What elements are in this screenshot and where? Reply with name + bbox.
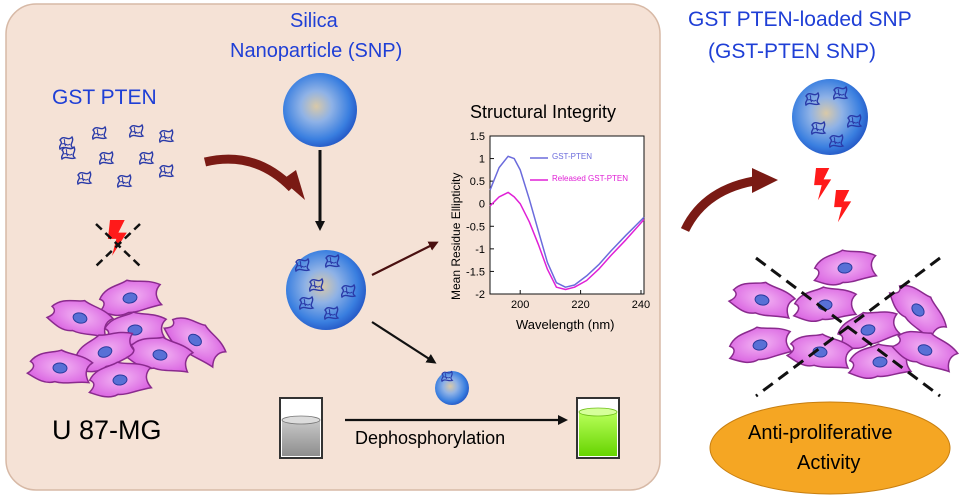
loaded-nanoparticle-center — [286, 250, 366, 330]
label-dephosphorylation: Dephosphorylation — [355, 428, 506, 448]
cell-cluster-right — [724, 244, 959, 381]
chart-title: Structural Integrity — [470, 102, 617, 122]
right-title-line1: GST PTEN-loaded SNP — [688, 8, 912, 31]
chart-xlabel: Wavelength (nm) — [516, 317, 615, 332]
curved-arrow-right-head — [752, 168, 778, 193]
y-tick-label: -1.5 — [466, 266, 485, 278]
blocked-bolt-icon — [95, 220, 141, 267]
chart-legend — [530, 157, 548, 181]
active-bolts-icon — [814, 168, 852, 223]
arrow-to-chart — [371, 241, 439, 276]
gst-pten-snp — [792, 79, 868, 155]
label-gst-pten: GST PTEN — [52, 86, 157, 109]
y-tick-label: -0.5 — [466, 221, 485, 233]
activity-line1: Anti-proliferative — [748, 422, 893, 444]
x-tick-label: 240 — [632, 299, 650, 311]
legend-label-released: Released GST-PTEN — [552, 174, 629, 183]
activity-line2: Activity — [797, 452, 861, 474]
y-tick-label: 1.5 — [470, 131, 485, 143]
right-title-line2: (GST-PTEN SNP) — [708, 40, 877, 63]
silica-nanoparticle — [283, 73, 357, 147]
chart-ticks: 1.5 1 0.5 0 -0.5 -1 -1.5 -2 200 220 240 — [466, 131, 650, 311]
x-tick-label: 200 — [511, 299, 529, 311]
curved-arrow-right — [680, 175, 761, 233]
y-tick-label: 0 — [479, 199, 485, 211]
y-tick-label: 1 — [479, 154, 485, 166]
series-line-gst-pten — [489, 155, 645, 288]
beaker-grey — [279, 397, 323, 459]
label-cell-line: U 87-MG — [52, 415, 162, 445]
series-line-released-gst-pten — [489, 191, 645, 291]
cross-out-mark — [755, 256, 941, 398]
chart-ylabel: Mean Residue Ellipticity — [449, 172, 463, 300]
label-nanoparticle: Nanoparticle (SNP) — [230, 40, 403, 62]
cd-chart: 1.5 1 0.5 0 -0.5 -1 -1.5 -2 200 220 240 — [466, 131, 650, 311]
legend-label-gst-pten: GST-PTEN — [552, 152, 593, 161]
x-tick-label: 220 — [571, 299, 589, 311]
released-nanoparticle — [435, 371, 469, 405]
y-tick-label: -2 — [475, 289, 485, 301]
curved-arrow-left-head — [282, 170, 305, 200]
y-tick-label: -1 — [475, 244, 485, 256]
activity-oval — [709, 401, 951, 495]
label-silica: Silica — [290, 10, 338, 32]
beaker-green — [576, 397, 620, 459]
chart-lines — [489, 155, 645, 291]
arrow-to-release — [371, 321, 437, 364]
y-tick-label: 0.5 — [470, 176, 485, 188]
